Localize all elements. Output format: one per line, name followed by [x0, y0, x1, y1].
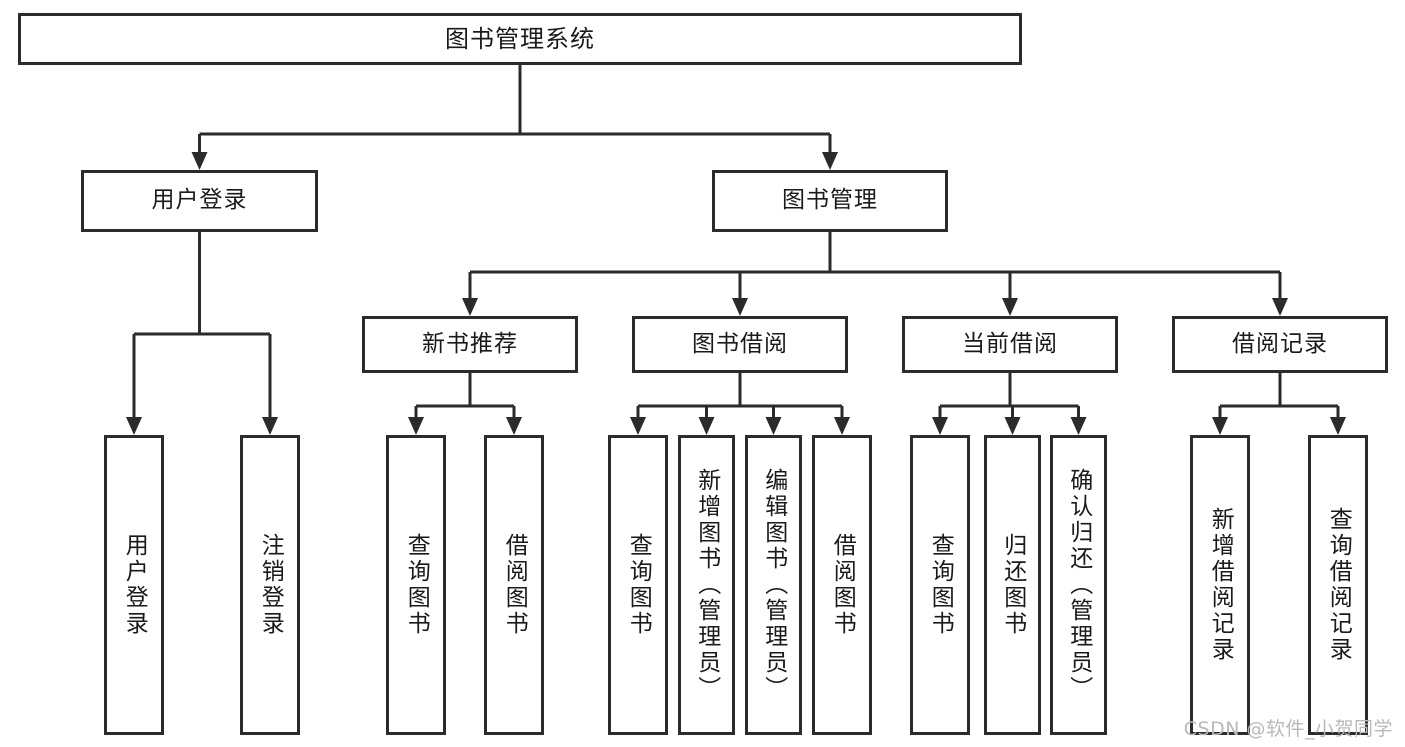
- edge-root-to-bookmgmt-head: [822, 152, 838, 170]
- node-label: 确认归还（管理员）: [1065, 468, 1092, 702]
- edge-current-to-c_confirm-head: [1070, 417, 1087, 435]
- watermark-text: CSDN @软件_小贺同学: [1183, 718, 1393, 740]
- node-b_add[interactable]: 新增图书（管理员）: [678, 435, 735, 735]
- edge-login-to-l_login-head: [126, 417, 142, 435]
- node-n_query[interactable]: 查询图书: [386, 435, 446, 735]
- edge-borrow-to-b_query-head: [630, 417, 646, 435]
- edge-newbook-to-n_borrow-head: [506, 417, 522, 435]
- edge-bookmgmt-to-current-head: [1002, 298, 1018, 316]
- edge-bookmgmt-to-borrow-head: [732, 298, 748, 316]
- node-l_login[interactable]: 用户登录: [104, 435, 164, 735]
- node-login[interactable]: 用户登录: [81, 170, 318, 232]
- node-label: 图书管理系统: [445, 24, 595, 53]
- node-label: 新增借阅记录: [1207, 507, 1234, 663]
- node-label: 查询图书: [625, 533, 652, 637]
- node-label: 归还图书: [999, 533, 1026, 637]
- node-label: 图书借阅: [692, 330, 788, 357]
- node-label: 借阅图书: [501, 533, 528, 637]
- node-current[interactable]: 当前借阅: [902, 316, 1118, 373]
- node-label: 借阅图书: [829, 533, 856, 637]
- node-label: 用户登录: [121, 533, 148, 637]
- node-label: 用户登录: [151, 187, 248, 214]
- node-label: 新书推荐: [422, 330, 518, 357]
- node-root[interactable]: 图书管理系统: [18, 13, 1022, 65]
- node-label: 注销登录: [257, 533, 284, 637]
- node-newbook[interactable]: 新书推荐: [362, 316, 578, 373]
- node-bookmgmt[interactable]: 图书管理: [712, 170, 948, 232]
- node-label: 查询图书: [927, 533, 954, 637]
- node-n_borrow[interactable]: 借阅图书: [484, 435, 544, 735]
- node-c_confirm[interactable]: 确认归还（管理员）: [1050, 435, 1107, 735]
- edge-bookmgmt-to-record-head: [1272, 298, 1288, 316]
- edge-borrow-to-b_lend-head: [834, 417, 850, 435]
- node-label: 借阅记录: [1232, 330, 1328, 357]
- node-label: 图书管理: [782, 187, 878, 214]
- node-record[interactable]: 借阅记录: [1172, 316, 1388, 373]
- node-borrow[interactable]: 图书借阅: [632, 316, 848, 373]
- node-b_query[interactable]: 查询图书: [608, 435, 668, 735]
- edge-bookmgmt-to-newbook-head: [462, 298, 478, 316]
- edge-borrow-to-b_edit-head: [765, 417, 782, 435]
- node-c_query[interactable]: 查询图书: [910, 435, 970, 735]
- node-b_edit[interactable]: 编辑图书（管理员）: [745, 435, 802, 735]
- node-b_lend[interactable]: 借阅图书: [812, 435, 872, 735]
- edge-record-to-r_add-head: [1212, 417, 1228, 435]
- edge-current-to-c_query-head: [932, 417, 948, 435]
- edge-login-to-l_logout-head: [262, 417, 278, 435]
- node-label: 当前借阅: [962, 330, 1058, 357]
- node-label: 编辑图书（管理员）: [760, 468, 787, 702]
- node-r_add[interactable]: 新增借阅记录: [1190, 435, 1250, 735]
- node-label: 新增图书（管理员）: [693, 468, 720, 702]
- edge-root-to-login-head: [191, 152, 208, 170]
- edge-record-to-r_query-head: [1330, 417, 1346, 435]
- node-l_logout[interactable]: 注销登录: [240, 435, 300, 735]
- edge-borrow-to-b_add-head: [698, 417, 715, 435]
- edge-current-to-c_return-head: [1004, 417, 1021, 435]
- node-label: 查询图书: [403, 533, 430, 637]
- node-c_return[interactable]: 归还图书: [984, 435, 1041, 735]
- node-label: 查询借阅记录: [1325, 507, 1352, 663]
- node-r_query[interactable]: 查询借阅记录: [1308, 435, 1368, 735]
- edge-newbook-to-n_query-head: [408, 417, 424, 435]
